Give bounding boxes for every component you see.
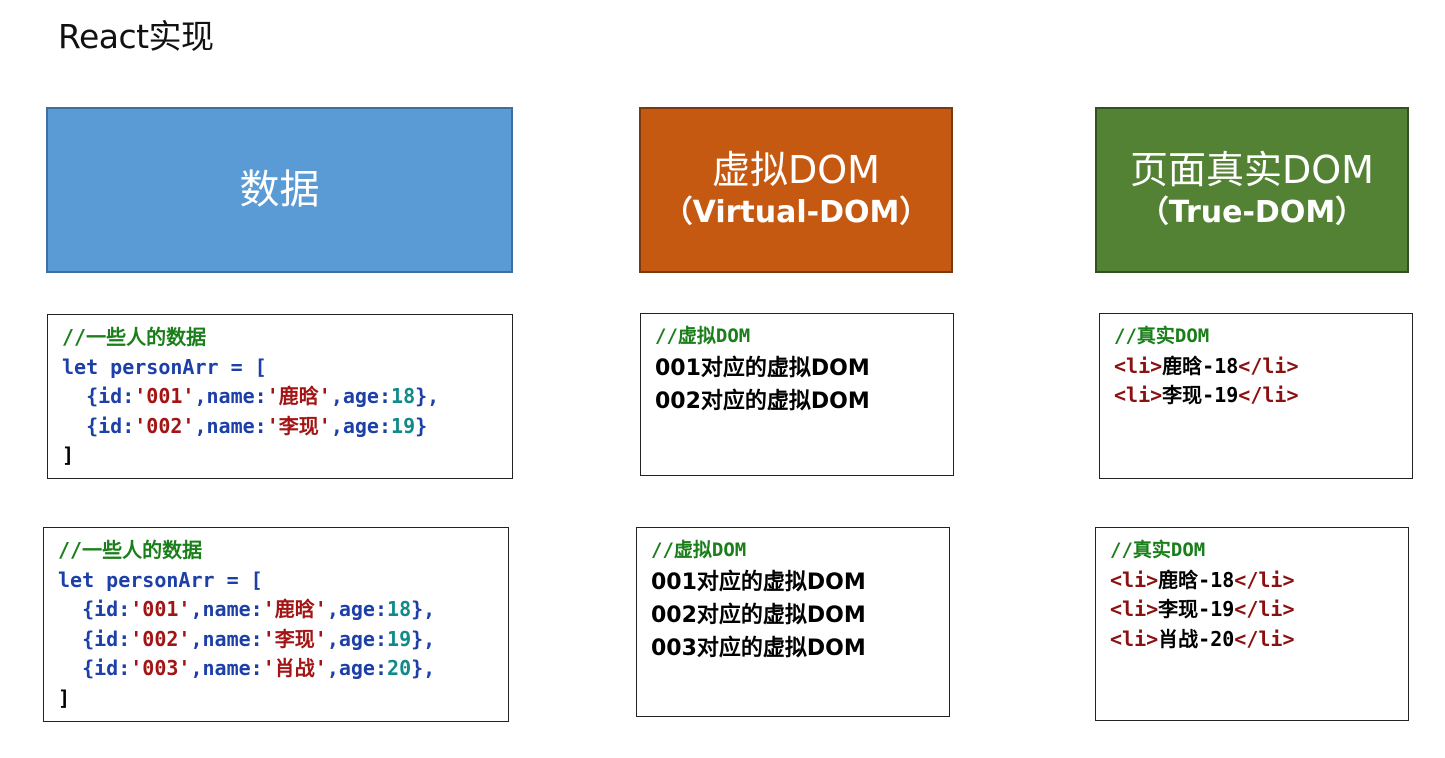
- code-token: },: [411, 597, 436, 621]
- true-dom-block-1: //真实DOM<li>鹿晗-18</li><li>李现-19</li>: [1099, 313, 1413, 479]
- vdom-line: 003对应的虚拟DOM: [651, 635, 866, 661]
- code-string: '002': [130, 626, 191, 651]
- code-line-end: ]: [58, 685, 71, 710]
- li-close-tag: </li>: [1238, 383, 1299, 407]
- code-string: '001': [134, 384, 195, 408]
- code-comment: //真实DOM: [1110, 539, 1206, 561]
- virtual-dom-header-sublabel: （Virtual-DOM）: [662, 195, 930, 230]
- code-string: '李现': [266, 413, 331, 438]
- code-row: {id:'003',name:'肖战',age:20},: [58, 654, 494, 684]
- vdom-line: 002对应的虚拟DOM: [655, 388, 870, 414]
- code-token: {id:: [58, 597, 131, 621]
- code-token: ,name:: [190, 656, 263, 680]
- data-header-box: 数据: [46, 107, 513, 273]
- code-token: {id:: [62, 413, 135, 438]
- li-text: 鹿晗-18: [1162, 353, 1239, 378]
- code-decl: personArr = [: [98, 354, 267, 379]
- code-string: '鹿晗': [262, 597, 327, 621]
- code-token: ,age:: [326, 597, 388, 621]
- li-close-tag: </li>: [1234, 626, 1295, 651]
- true-dom-block-2: //真实DOM<li>鹿晗-18</li><li>李现-19</li><li>肖…: [1095, 527, 1409, 721]
- code-number: 19: [391, 413, 416, 438]
- li-text: 鹿晗-18: [1158, 567, 1235, 592]
- code-token: ,name:: [190, 626, 263, 651]
- li-line: <li>鹿晗-18</li>: [1114, 352, 1398, 382]
- vdom-line: 001对应的虚拟DOM: [651, 569, 866, 595]
- li-text: 李现-19: [1162, 383, 1239, 407]
- code-token: ,age:: [326, 626, 388, 651]
- li-close-tag: </li>: [1238, 353, 1299, 378]
- code-decl: personArr = [: [94, 567, 263, 592]
- code-number: 18: [391, 384, 416, 408]
- virtual-dom-header-box: 虚拟DOM （Virtual-DOM）: [639, 107, 953, 273]
- li-text: 李现-19: [1158, 597, 1235, 621]
- li-open-tag: <li>: [1110, 597, 1159, 621]
- code-comment: //虚拟DOM: [651, 539, 747, 561]
- code-number: 19: [387, 626, 412, 651]
- code-token: }: [415, 413, 428, 438]
- code-string: '002': [134, 413, 195, 438]
- code-row: {id:'001',name:'鹿晗',age:18},: [58, 595, 494, 625]
- code-token: ,name:: [194, 413, 267, 438]
- code-comment: //真实DOM: [1114, 325, 1210, 347]
- virtual-dom-header-label: 虚拟DOM: [712, 148, 880, 192]
- code-line-decl: let personArr = [: [58, 566, 494, 596]
- li-line: <li>鹿晗-18</li>: [1110, 566, 1394, 596]
- vdom-line: 002对应的虚拟DOM: [651, 602, 866, 628]
- code-number: 18: [387, 597, 412, 621]
- true-dom-header-box: 页面真实DOM （True-DOM）: [1095, 107, 1409, 273]
- code-token: {id:: [62, 384, 135, 408]
- true-dom-header-label: 页面真实DOM: [1130, 148, 1374, 192]
- code-token: ,age:: [326, 656, 388, 680]
- li-close-tag: </li>: [1234, 597, 1295, 621]
- li-open-tag: <li>: [1114, 383, 1163, 407]
- li-line: <li>李现-19</li>: [1114, 381, 1398, 411]
- li-text: 肖战-20: [1158, 626, 1235, 651]
- code-token: },: [415, 384, 440, 408]
- code-string: '鹿晗': [266, 384, 331, 408]
- li-line: <li>李现-19</li>: [1110, 595, 1394, 625]
- code-token: },: [411, 656, 436, 680]
- li-close-tag: </li>: [1234, 567, 1295, 592]
- code-token: ,name:: [194, 384, 267, 408]
- li-open-tag: <li>: [1114, 353, 1163, 378]
- li-line: <li>肖战-20</li>: [1110, 625, 1394, 655]
- code-comment: //一些人的数据: [62, 325, 207, 349]
- code-keyword: let: [58, 567, 95, 592]
- code-token: ,name:: [190, 597, 263, 621]
- code-string: '003': [130, 656, 191, 680]
- code-line-decl: let personArr = [: [62, 353, 498, 383]
- code-token: {id:: [58, 656, 131, 680]
- virtual-dom-block-2: //虚拟DOM 001对应的虚拟DOM 002对应的虚拟DOM 003对应的虚拟DOM: [636, 527, 950, 717]
- code-token: ,age:: [330, 384, 392, 408]
- code-row: {id:'002',name:'李现',age:19},: [58, 625, 494, 655]
- code-line-end: ]: [62, 443, 75, 467]
- code-comment: //虚拟DOM: [655, 325, 751, 347]
- code-token: {id:: [58, 626, 131, 651]
- data-header-label: 数据: [239, 167, 320, 213]
- code-keyword: let: [62, 354, 99, 379]
- li-open-tag: <li>: [1110, 626, 1159, 651]
- code-token: },: [411, 626, 436, 651]
- code-row: {id:'002',name:'李现',age:19}: [62, 412, 498, 442]
- code-string: '李现': [262, 626, 327, 651]
- virtual-dom-block-1: //虚拟DOM 001对应的虚拟DOM 002对应的虚拟DOM: [640, 313, 954, 476]
- code-row: {id:'001',name:'鹿晗',age:18},: [62, 382, 498, 412]
- code-number: 20: [387, 656, 412, 680]
- true-dom-header-sublabel: （True-DOM）: [1138, 195, 1366, 230]
- li-open-tag: <li>: [1110, 567, 1159, 592]
- code-comment: //一些人的数据: [58, 538, 203, 562]
- page-title: React实现: [58, 17, 214, 56]
- code-string: '001': [130, 597, 191, 621]
- code-string: '肖战': [262, 656, 327, 680]
- vdom-line: 001对应的虚拟DOM: [655, 355, 870, 381]
- code-token: ,age:: [330, 413, 392, 438]
